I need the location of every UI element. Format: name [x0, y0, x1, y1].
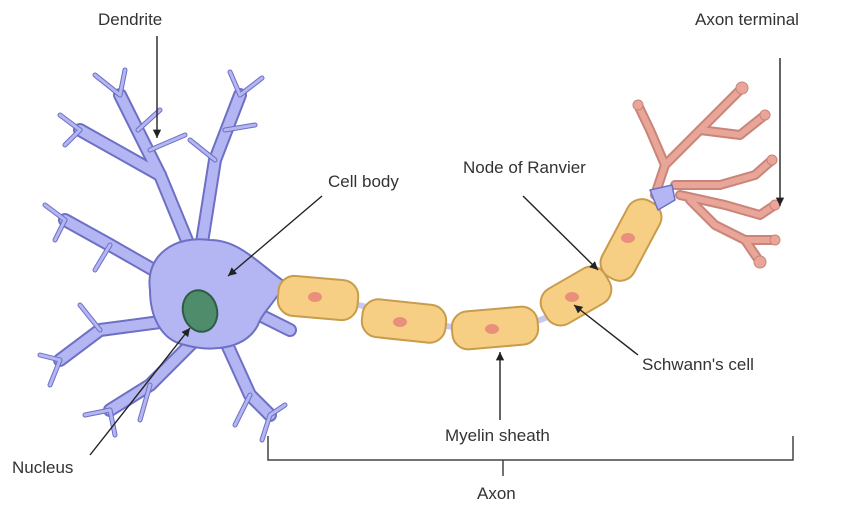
node-of-ranvier-pointer	[523, 196, 598, 270]
cell-body-pointer	[228, 196, 322, 276]
label-cell-body: Cell body	[328, 172, 399, 192]
schwann-cell	[360, 298, 448, 345]
schwann-cell	[276, 275, 359, 322]
axon-terminal	[633, 82, 780, 268]
label-myelin-sheath: Myelin sheath	[445, 426, 550, 446]
label-node-of-ranvier: Node of Ranvier	[463, 158, 586, 178]
nucleus-pointer	[90, 328, 190, 455]
label-dendrite: Dendrite	[98, 10, 162, 30]
label-nucleus: Nucleus	[12, 458, 73, 478]
label-axon-terminal: Axon terminal	[695, 10, 799, 30]
label-axon: Axon	[477, 484, 516, 504]
schwanns-cell-pointer	[574, 305, 638, 355]
myelin-sheath	[276, 194, 667, 351]
cell-body	[149, 239, 285, 348]
label-schwanns-cell: Schwann's cell	[642, 355, 754, 375]
schwann-cell	[451, 305, 540, 350]
